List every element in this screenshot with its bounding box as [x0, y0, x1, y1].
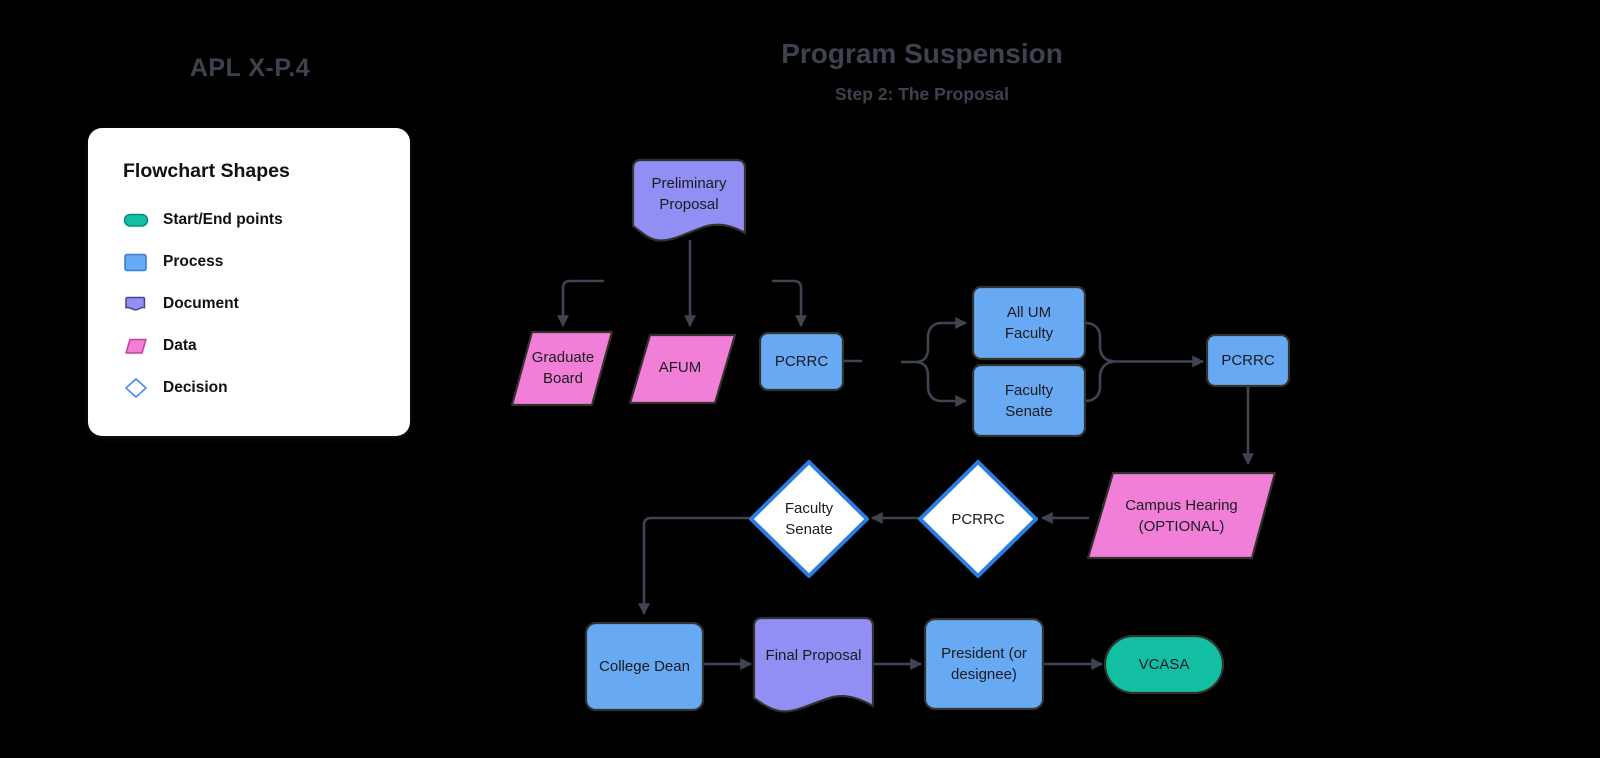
document-shape-icon — [123, 295, 151, 314]
legend-label: Data — [163, 337, 197, 354]
faculty-senate-review-shape — [971, 363, 1087, 438]
connector-prelim-to-graduate-board — [557, 279, 604, 328]
afum-shape — [628, 333, 737, 405]
legend-label: Decision — [163, 379, 228, 396]
legend-label: Start/End points — [163, 211, 283, 228]
connector-faculty-senate-merge — [1084, 360, 1114, 403]
connector-all-um-faculty-merge — [1084, 321, 1114, 363]
legend-label: Document — [163, 295, 239, 312]
president-shape — [923, 617, 1045, 711]
connector-prelim-to-pcrrc1 — [772, 279, 807, 328]
college-dean-shape — [584, 621, 705, 712]
legend-label: Process — [163, 253, 224, 270]
legend-panel: Flowchart Shapes Start/End points Proces… — [88, 128, 410, 436]
preliminary-proposal-shape — [631, 158, 747, 242]
legend-item-process: Process — [123, 241, 410, 283]
process-shape-icon — [123, 253, 151, 272]
terminator-shape-icon — [123, 211, 151, 229]
final-proposal-shape — [752, 616, 875, 713]
shape-group — [510, 158, 1291, 713]
decision-shape-icon — [123, 377, 151, 399]
page-subtitle: Step 2: The Proposal — [834, 84, 1010, 104]
faculty-senate-decision-shape — [749, 460, 869, 578]
all-um-faculty-shape — [971, 285, 1087, 361]
graduate-board-shape — [510, 330, 614, 407]
vcasa-shape — [1103, 634, 1225, 695]
connector-group — [557, 240, 1254, 670]
legend-item-document: Document — [123, 283, 410, 325]
connector-faculty-senate-decision-to-college-dean — [638, 516, 751, 616]
connector-fork-to-all-um-faculty — [914, 317, 968, 364]
pcrrc-decision-shape — [918, 460, 1038, 578]
pcrrc1-shape — [758, 331, 845, 392]
campus-hearing-shape — [1086, 471, 1277, 560]
legend-item-start-end: Start/End points — [123, 199, 410, 241]
connector-fork-to-faculty-senate — [914, 360, 968, 407]
legend-item-data: Data — [123, 325, 410, 367]
data-shape-icon — [123, 337, 151, 356]
page-title: Program Suspension — [781, 38, 1063, 69]
legend-item-decision: Decision — [123, 367, 410, 409]
doc-code: APL X-P.4 — [189, 54, 311, 82]
pcrrc2-shape — [1205, 333, 1291, 388]
legend-title: Flowchart Shapes — [123, 160, 290, 182]
